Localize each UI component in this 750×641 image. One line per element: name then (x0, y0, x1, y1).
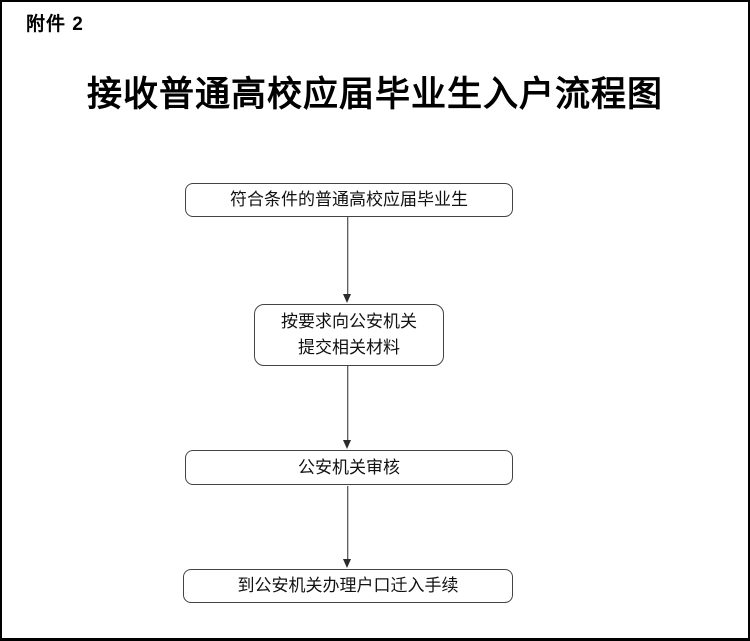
arrow-line (346, 486, 349, 560)
flow-node-label: 符合条件的普通高校应届毕业生 (230, 190, 468, 209)
flow-node-submit-materials: 按要求向公安机关 提交相关材料 (254, 304, 444, 366)
arrow-line (346, 217, 349, 295)
arrow-down-icon (343, 217, 352, 303)
arrow-down-icon (343, 486, 352, 568)
arrow-head (343, 559, 351, 568)
flow-node-label: 按要求向公安机关 提交相关材料 (281, 312, 417, 357)
flow-node-label: 到公安机关办理户口迁入手续 (237, 576, 459, 595)
arrow-down-icon (343, 366, 352, 449)
flow-node-eligible-graduates: 符合条件的普通高校应届毕业生 (185, 183, 513, 217)
arrow-head (343, 440, 351, 449)
flow-node-police-review: 公安机关审核 (185, 450, 513, 485)
page-title: 接收普通高校应届毕业生入户流程图 (86, 75, 663, 114)
attachment-label: 附件 2 (26, 14, 84, 35)
arrow-line (346, 366, 349, 441)
flow-node-household-registration: 到公安机关办理户口迁入手续 (183, 569, 513, 603)
arrow-head (343, 294, 351, 303)
flow-node-label: 公安机关审核 (298, 457, 400, 477)
